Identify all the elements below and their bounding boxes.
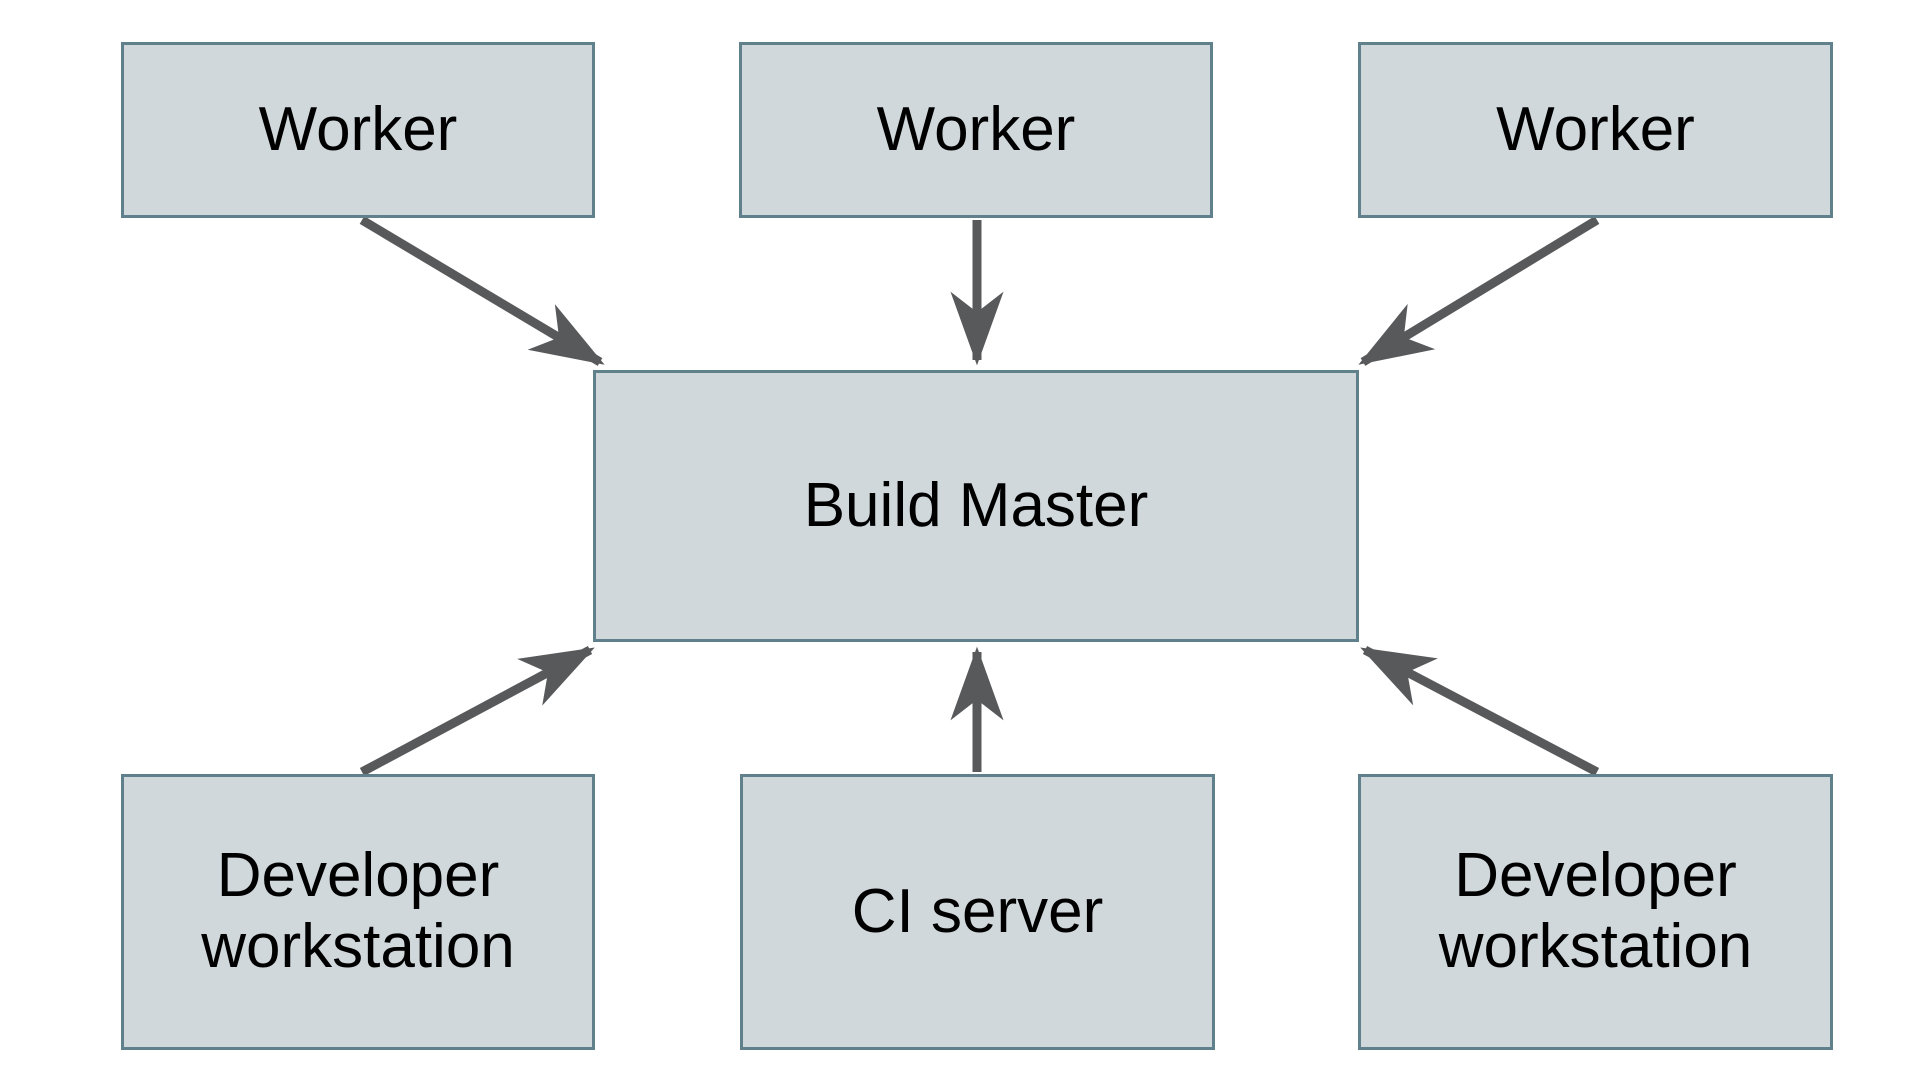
node-developer-workstation-left[interactable]: Developer workstation — [121, 774, 595, 1050]
node-build-master-label: Build Master — [803, 470, 1149, 540]
node-worker-3-label: Worker — [1496, 94, 1695, 164]
edge-worker-1-to-master — [359, 216, 605, 366]
node-developer-workstation-right[interactable]: Developer workstation — [1358, 774, 1833, 1050]
node-worker-2-label: Worker — [876, 94, 1076, 164]
edge-dev-left-to-master — [359, 646, 595, 776]
node-ci-server[interactable]: CI server — [740, 774, 1215, 1050]
node-developer-workstation-left-label: Developer workstation — [201, 841, 515, 981]
edge-worker-3-to-master — [1358, 216, 1600, 366]
node-worker-1[interactable]: Worker — [121, 42, 595, 218]
node-developer-workstation-right-label: Developer workstation — [1438, 841, 1753, 981]
node-worker-2[interactable]: Worker — [739, 42, 1213, 218]
node-worker-3[interactable]: Worker — [1358, 42, 1833, 218]
node-ci-server-label: CI server — [851, 876, 1104, 946]
edge-dev-right-to-master — [1360, 646, 1600, 776]
node-build-master[interactable]: Build Master — [593, 370, 1359, 642]
node-worker-1-label: Worker — [258, 94, 458, 164]
